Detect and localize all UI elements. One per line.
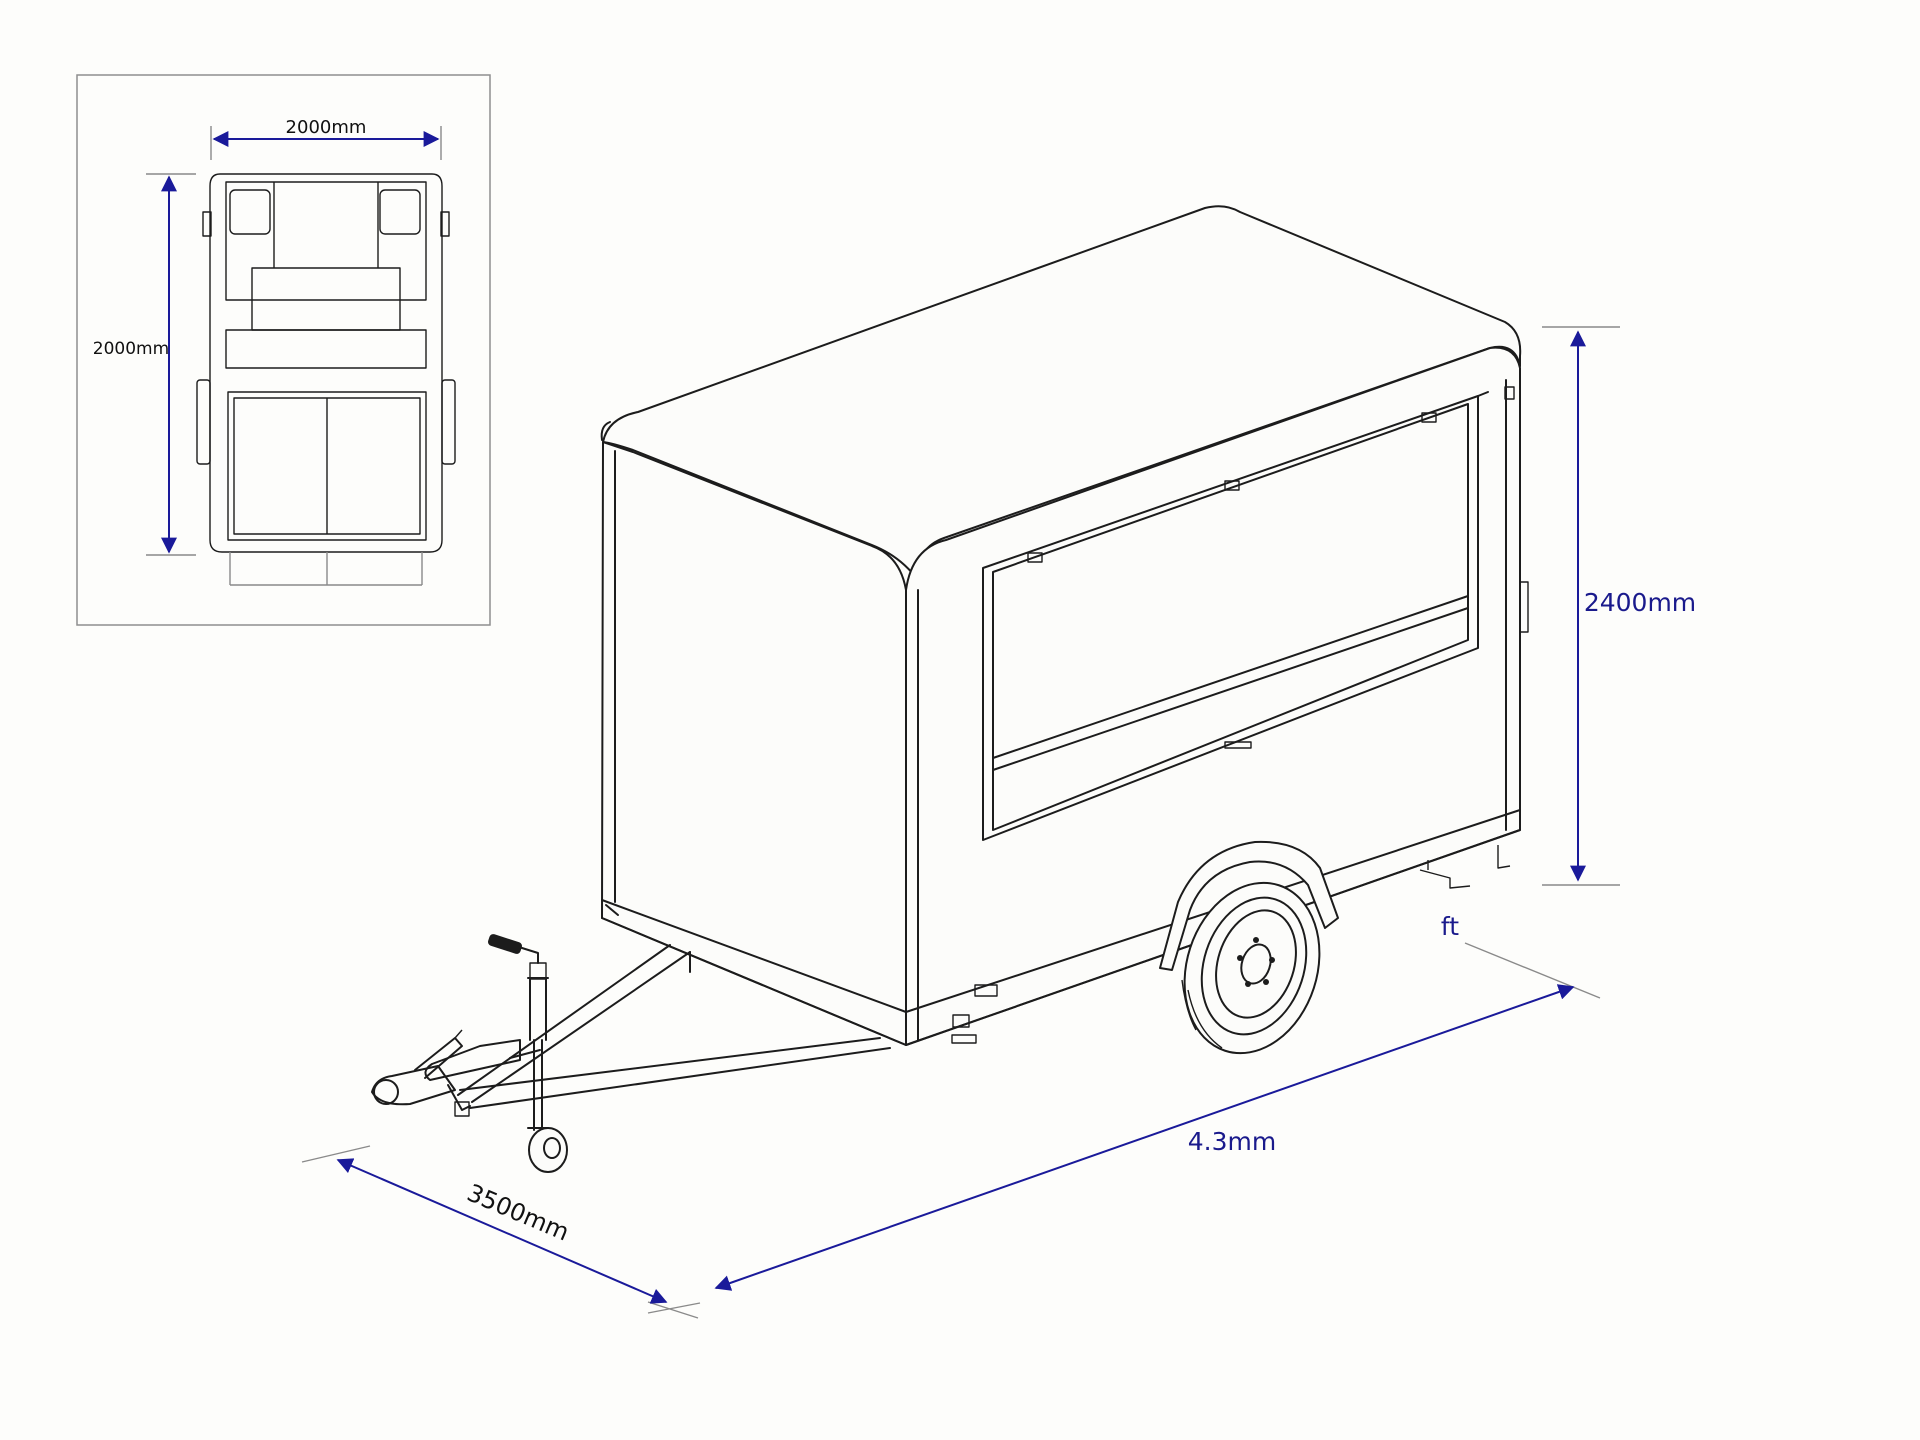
height-label: 2400mm (1584, 588, 1696, 617)
inset-height-label: 2000mm (93, 339, 169, 359)
inset-top-view: 2000mm 2000mm (76, 74, 491, 626)
inset-width-label: 2000mm (286, 117, 367, 138)
width-dimension: 3500mm (301, 1145, 699, 1319)
trailer-plan-outline (196, 173, 456, 586)
length-dimension: 4.3mm ft (647, 912, 1601, 1314)
trailer-body (600, 205, 1529, 1046)
length-label: 4.3mm (1188, 1127, 1276, 1156)
unit-note: ft (1441, 912, 1459, 941)
width-label: 3500mm (463, 1179, 573, 1247)
height-dimension: 2400mm (1542, 326, 1696, 886)
